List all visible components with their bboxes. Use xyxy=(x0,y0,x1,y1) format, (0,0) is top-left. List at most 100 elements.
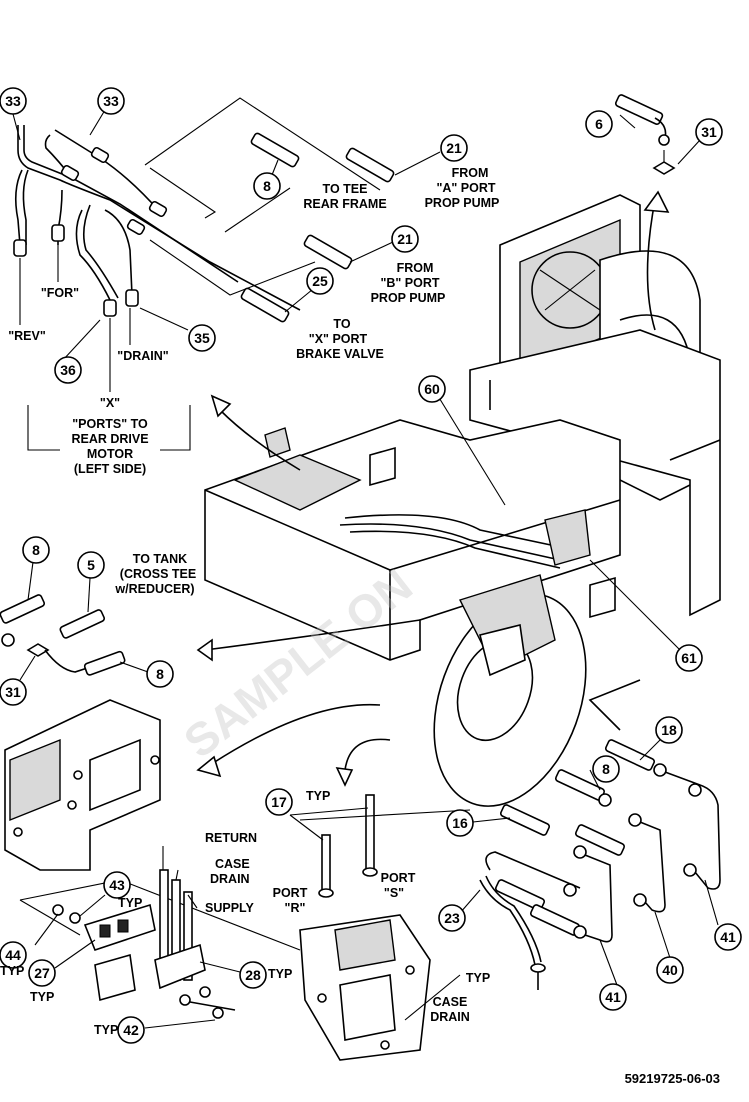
label-reducer: w/REDUCER) xyxy=(114,582,194,596)
label-brake-valve: BRAKE VALVE xyxy=(296,347,384,361)
radiator-fan-assembly xyxy=(469,94,721,617)
svg-text:27: 27 xyxy=(34,965,50,981)
upper-hose-group xyxy=(12,97,441,451)
label-a-port: "A" PORT xyxy=(436,181,495,195)
svg-text:25: 25 xyxy=(312,273,328,289)
svg-text:8: 8 xyxy=(263,178,271,194)
callout-21b: 21 xyxy=(391,225,419,253)
label-left-side: (LEFT SIDE) xyxy=(74,462,146,476)
callout-33a: 33 xyxy=(0,87,27,115)
label-port-r-letter: "R" xyxy=(285,901,306,915)
label-prop-pump-a: PROP PUMP xyxy=(425,196,500,210)
callout-41a: 41 xyxy=(714,923,742,951)
tank-tee-fittings xyxy=(0,561,149,681)
svg-text:8: 8 xyxy=(32,542,40,558)
callout-8a: 8 xyxy=(253,172,281,200)
svg-text:36: 36 xyxy=(60,362,76,378)
callout-61: 61 xyxy=(675,644,703,672)
mounting-bracket xyxy=(4,699,161,871)
label-drain: "DRAIN" xyxy=(117,349,169,363)
svg-text:21: 21 xyxy=(446,140,462,156)
label-port-s-letter: "S" xyxy=(384,886,404,900)
svg-text:21: 21 xyxy=(397,231,413,247)
label-drain-2: DRAIN xyxy=(210,872,250,886)
svg-text:44: 44 xyxy=(5,947,21,963)
label-motor: MOTOR xyxy=(87,447,133,461)
callout-23: 23 xyxy=(438,904,466,932)
label-rev: "REV" xyxy=(8,329,46,343)
callout-25: 25 xyxy=(306,267,334,295)
callout-33b: 33 xyxy=(97,87,125,115)
svg-text:8: 8 xyxy=(156,666,164,682)
svg-text:33: 33 xyxy=(103,93,119,109)
svg-text:43: 43 xyxy=(109,877,125,893)
lower-right-hoses xyxy=(459,739,721,990)
label-cross-tee: (CROSS TEE xyxy=(120,567,196,581)
callout-5: 5 xyxy=(77,551,105,579)
label-drain-b: DRAIN xyxy=(430,1010,470,1024)
svg-text:31: 31 xyxy=(5,684,21,700)
svg-text:28: 28 xyxy=(245,967,261,983)
callout-43: 43 xyxy=(103,871,131,899)
callout-27: 27 xyxy=(28,959,56,987)
svg-text:31: 31 xyxy=(701,124,717,140)
label-typ-42: TYP xyxy=(94,1023,118,1037)
callout-35: 35 xyxy=(188,324,216,352)
charge-pump xyxy=(289,794,471,1061)
callout-40: 40 xyxy=(656,956,684,984)
svg-text:41: 41 xyxy=(605,989,621,1005)
label-x-port: "X" PORT xyxy=(309,332,368,346)
callout-8c: 8 xyxy=(146,660,174,688)
label-return: RETURN xyxy=(205,831,257,845)
svg-text:60: 60 xyxy=(424,381,440,397)
label-from-b: FROM xyxy=(397,261,434,275)
svg-text:35: 35 xyxy=(194,330,210,346)
callout-18: 18 xyxy=(655,716,683,744)
callout-31a: 31 xyxy=(695,118,723,146)
svg-text:5: 5 xyxy=(87,557,95,573)
label-to-tank: TO TANK xyxy=(133,552,187,566)
label-case: CASE xyxy=(215,857,250,871)
label-x: "X" xyxy=(100,396,120,410)
label-typ-28: TYP xyxy=(268,967,292,981)
label-typ-44: TYP xyxy=(0,964,24,978)
callout-6: 6 xyxy=(585,110,613,138)
callout-42: 42 xyxy=(117,1016,145,1044)
label-for: "FOR" xyxy=(41,286,79,300)
label-typ-23: TYP xyxy=(466,971,490,985)
label-ports-to: "PORTS" TO xyxy=(72,417,148,431)
svg-text:61: 61 xyxy=(681,650,697,666)
svg-text:6: 6 xyxy=(595,116,603,132)
svg-text:41: 41 xyxy=(720,929,736,945)
label-rear-frame: REAR FRAME xyxy=(303,197,386,211)
callout-28: 28 xyxy=(239,961,267,989)
svg-text:42: 42 xyxy=(123,1022,139,1038)
label-typ-43: TYP xyxy=(118,896,142,910)
svg-text:40: 40 xyxy=(662,962,678,978)
svg-text:8: 8 xyxy=(602,761,610,777)
label-supply: SUPPLY xyxy=(205,901,255,915)
pump-housing xyxy=(196,574,641,807)
callout-16: 16 xyxy=(446,809,474,837)
svg-text:17: 17 xyxy=(271,794,287,810)
label-typ-17: TYP xyxy=(306,789,330,803)
callout-60: 60 xyxy=(418,375,446,403)
label-from-a: FROM xyxy=(452,166,489,180)
label-case-b: CASE xyxy=(433,995,468,1009)
label-port-s: PORT xyxy=(381,871,416,885)
label-to: TO xyxy=(333,317,350,331)
label-prop-pump-b: PROP PUMP xyxy=(371,291,446,305)
label-port-r: PORT xyxy=(273,886,308,900)
label-to-tee: TO TEE xyxy=(323,182,368,196)
callout-41b: 41 xyxy=(599,983,627,1011)
callout-8b: 8 xyxy=(22,536,50,564)
callout-31b: 31 xyxy=(0,678,27,706)
label-typ-27: TYP xyxy=(30,990,54,1004)
callout-21a: 21 xyxy=(440,134,468,162)
hydraulic-tank-frame xyxy=(196,394,681,662)
label-rear-drive: REAR DRIVE xyxy=(71,432,148,446)
callout-44: 44 xyxy=(0,941,27,969)
bracket-clamp-parts xyxy=(19,846,301,1029)
